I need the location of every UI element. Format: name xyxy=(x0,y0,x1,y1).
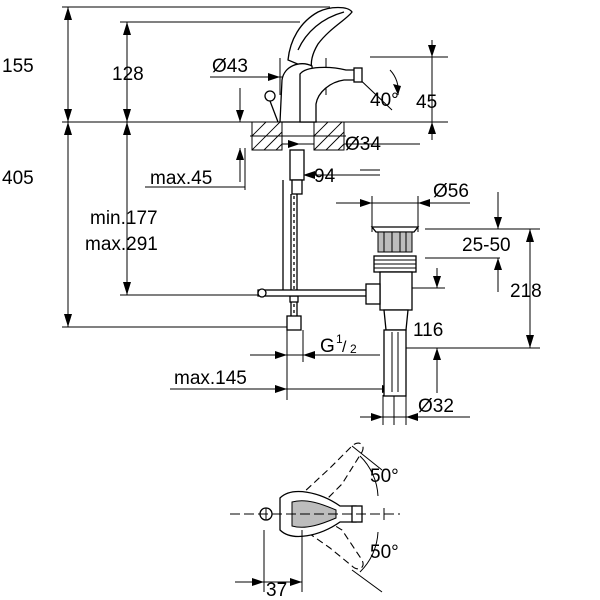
dim-thread-g-half: G 1 / 2 xyxy=(320,332,357,357)
svg-text:2: 2 xyxy=(350,342,357,356)
dim-angle-40: 40° xyxy=(370,90,399,111)
dim-diameter-34: Ø34 xyxy=(345,134,381,155)
dim-405: 405 xyxy=(2,168,34,189)
dim-diameter-43: Ø43 xyxy=(212,56,248,77)
svg-text:/: / xyxy=(342,339,347,356)
counter-top-section xyxy=(250,121,346,151)
plan-view xyxy=(230,442,400,593)
dimension-labels: 155 128 Ø43 40° 45 Ø34 405 max.45 94 Ø56… xyxy=(2,56,542,600)
dim-max145: max.145 xyxy=(174,368,247,389)
dim-max291: max.291 xyxy=(85,234,158,255)
pop-up-rod xyxy=(257,180,371,298)
dim-max45: max.45 xyxy=(150,168,212,189)
dim-116: 116 xyxy=(413,320,443,341)
dim-45: 45 xyxy=(416,92,437,113)
svg-text:G: G xyxy=(320,336,335,357)
dim-diameter-56: Ø56 xyxy=(433,181,469,202)
dim-155: 155 xyxy=(2,56,34,77)
bidet-faucet-body xyxy=(264,6,363,195)
dim-angle-50-top: 50° xyxy=(370,466,399,487)
dimension-lines xyxy=(62,6,540,425)
flexible-hose xyxy=(286,194,302,331)
dim-94: 94 xyxy=(314,166,336,187)
dim-min177: min.177 xyxy=(90,208,158,229)
svg-text:1: 1 xyxy=(336,332,343,346)
dim-128: 128 xyxy=(112,64,144,85)
dim-37: 37 xyxy=(266,580,287,600)
dim-angle-50-bottom: 50° xyxy=(370,542,399,563)
dim-diameter-32: Ø32 xyxy=(418,396,454,417)
dim-218: 218 xyxy=(510,281,542,302)
pop-up-waste xyxy=(365,226,420,397)
dim-25-50: 25-50 xyxy=(462,235,511,256)
